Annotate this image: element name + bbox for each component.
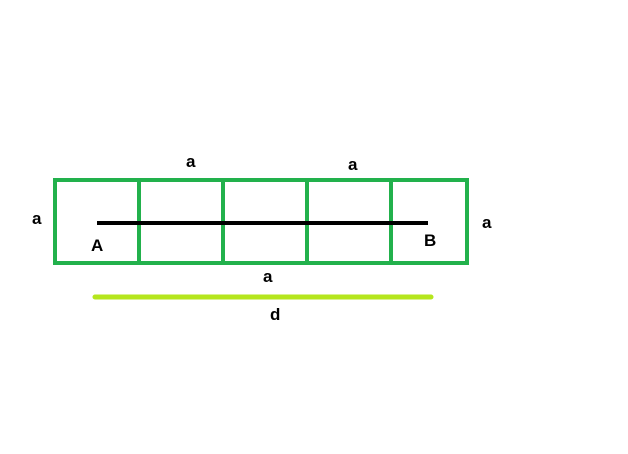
squares-grid: [53, 178, 469, 265]
distance-label: d: [270, 305, 280, 324]
point-label-b: B: [424, 231, 436, 250]
top-label-2: a: [348, 155, 358, 174]
bottom-label: a: [263, 267, 273, 286]
point-label-a: A: [91, 236, 103, 255]
top-label-1: a: [186, 152, 196, 171]
grid-outline: [53, 178, 469, 265]
side-label-right: a: [482, 213, 492, 232]
side-label-left: a: [32, 209, 42, 228]
